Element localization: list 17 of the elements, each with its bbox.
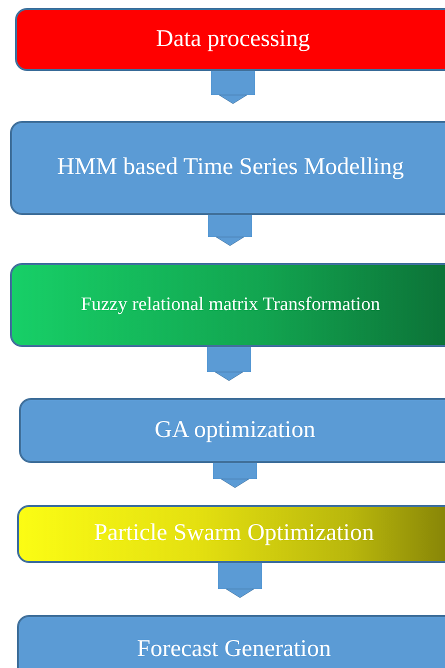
block-arrow — [211, 71, 255, 104]
block-arrow — [218, 563, 262, 598]
box-label: Fuzzy relational matrix Transformation — [80, 294, 380, 316]
process-box — [15, 8, 445, 71]
process-box — [19, 398, 445, 463]
process-box — [17, 615, 445, 668]
box-label: Particle Swarm Optimization — [94, 520, 374, 548]
process-box — [10, 121, 445, 215]
box-label: GA optimization — [154, 416, 316, 444]
box-label: Data processing — [156, 26, 310, 54]
process-box — [17, 505, 445, 563]
block-arrow — [208, 215, 252, 246]
box-label: HMM based Time Series Modelling — [57, 154, 404, 182]
box-label: Forecast Generation — [137, 636, 331, 664]
process-box — [10, 263, 445, 347]
block-arrow — [213, 463, 257, 488]
block-arrow — [207, 347, 251, 381]
